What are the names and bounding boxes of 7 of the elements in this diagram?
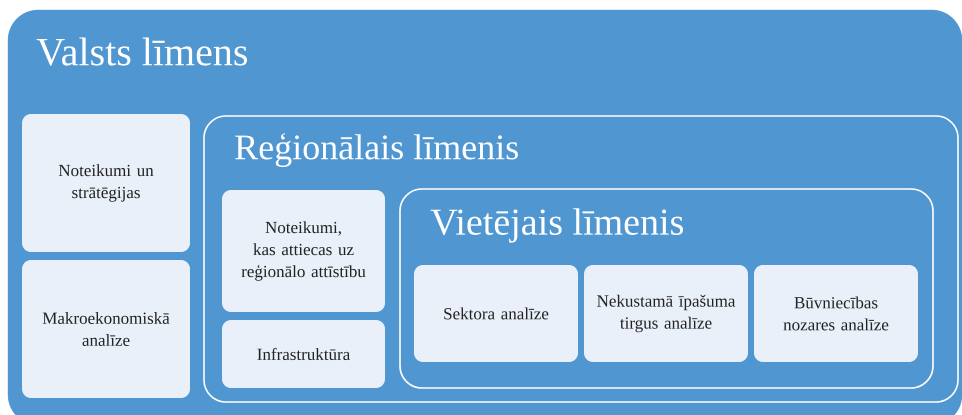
text-box: Noteikumi, kas attiecas uz reģionālo attīstību (222, 190, 385, 312)
text-box: Infrastruktūra (222, 320, 385, 388)
text-box: Nekustamā īpašuma tirgus analīze (584, 265, 748, 362)
text-box: Būvniecības nozares analīze (754, 265, 918, 362)
text-box: Sektora analīze (414, 265, 578, 362)
text-box: Makroekonomiskā analīze (22, 260, 190, 398)
text-box: Noteikumi un strātēgijas (22, 114, 190, 252)
